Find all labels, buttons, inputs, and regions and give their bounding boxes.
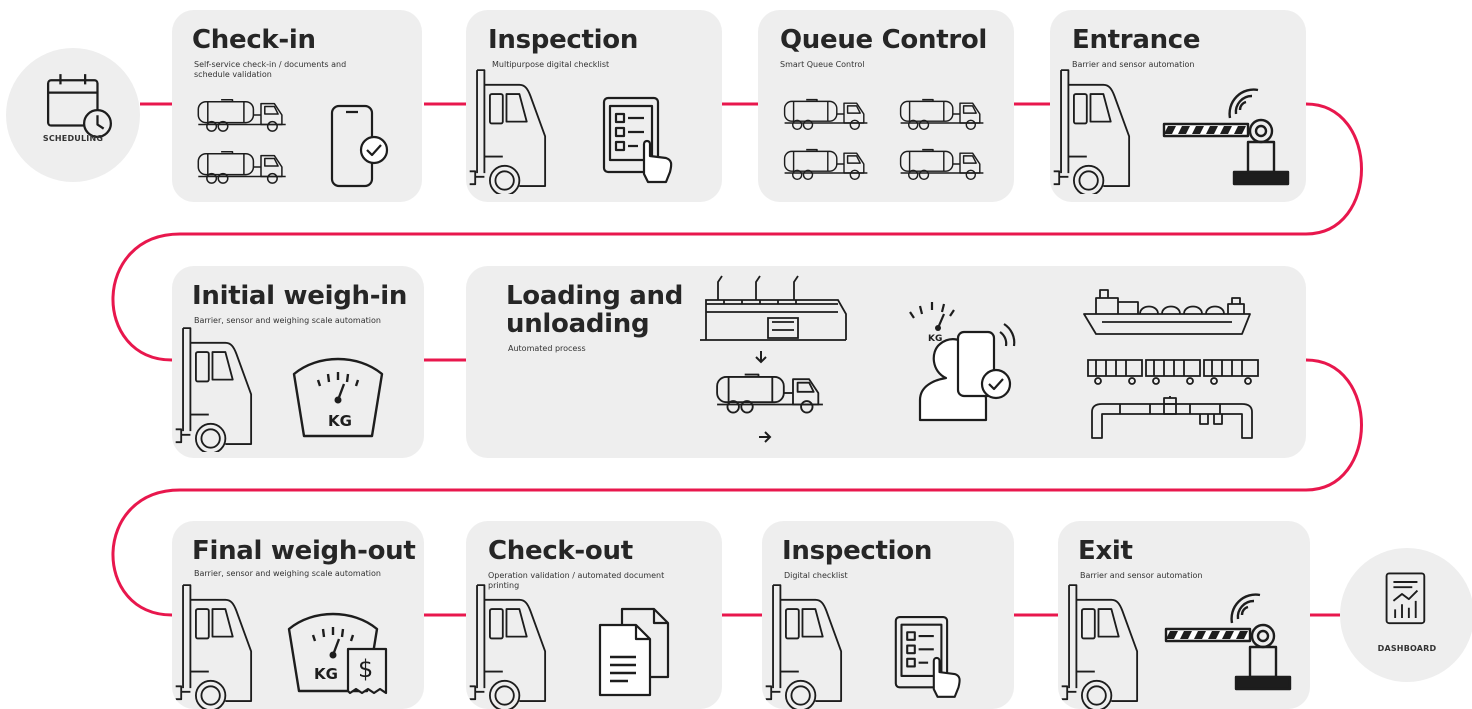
step-check-in[interactable]: Check-in Self-service check-in / documen… bbox=[172, 10, 422, 202]
scheduling-node[interactable]: SCHEDULING bbox=[6, 48, 140, 182]
step-inspection-final[interactable]: Inspection Digital checklist bbox=[762, 521, 1014, 709]
truck-front-icon bbox=[466, 579, 558, 709]
truck-front-icon bbox=[1058, 579, 1150, 709]
step-title: Final weigh-out bbox=[192, 536, 416, 566]
report-chart-icon bbox=[1378, 570, 1438, 630]
step-title: Initial weigh-in bbox=[192, 281, 408, 311]
arrow-down-icon bbox=[754, 350, 768, 364]
step-entrance[interactable]: Entrance Barrier and sensor automation bbox=[1050, 10, 1306, 202]
pipeline-valve-icon bbox=[1090, 396, 1254, 440]
step-subtitle: Barrier and sensor automation bbox=[1080, 571, 1203, 580]
scale-label: KG bbox=[314, 665, 338, 683]
step-initial-weigh-in[interactable]: Initial weigh-in Barrier, sensor and wei… bbox=[172, 266, 424, 458]
barrier-sensor-icon bbox=[1162, 88, 1302, 188]
step-subtitle: Digital checklist bbox=[784, 571, 848, 580]
truck-front-icon bbox=[1050, 64, 1142, 194]
tanker-truck-icon bbox=[896, 146, 988, 182]
truck-front-icon bbox=[172, 322, 264, 452]
gauge-label: KG bbox=[928, 334, 943, 344]
barrier-sensor-icon bbox=[1164, 593, 1304, 693]
dashboard-label: DASHBOARD bbox=[1377, 644, 1437, 653]
receipt-dollar-icon bbox=[344, 645, 390, 695]
tablet-checklist-icon bbox=[600, 94, 680, 184]
step-loading-unloading[interactable]: Loading and unloading Automated process … bbox=[466, 266, 1306, 458]
operator-gauge-icon bbox=[904, 296, 1034, 426]
step-subtitle: Automated process bbox=[508, 344, 586, 353]
step-subtitle: Barrier and sensor automation bbox=[1072, 60, 1195, 69]
step-subtitle: Barrier, sensor and weighing scale autom… bbox=[194, 316, 381, 325]
scale-label: KG bbox=[328, 412, 352, 430]
step-queue-control[interactable]: Queue Control Smart Queue Control bbox=[758, 10, 1014, 202]
step-title: Inspection bbox=[782, 536, 933, 566]
step-title: Queue Control bbox=[780, 25, 988, 55]
truck-front-icon bbox=[762, 579, 854, 709]
step-title: Exit bbox=[1078, 536, 1133, 566]
documents-icon bbox=[596, 607, 676, 697]
step-inspection[interactable]: Inspection Multipurpose digital checklis… bbox=[466, 10, 722, 202]
step-title: Entrance bbox=[1072, 25, 1201, 55]
step-title: Check-out bbox=[488, 536, 633, 566]
tanker-truck-icon bbox=[194, 148, 290, 186]
phone-check-icon bbox=[328, 102, 398, 192]
truck-front-icon bbox=[466, 64, 558, 194]
scheduling-label: SCHEDULING bbox=[42, 134, 104, 143]
tanker-truck-icon bbox=[704, 370, 836, 416]
step-title: Inspection bbox=[488, 25, 639, 55]
tanker-truck-icon bbox=[194, 96, 290, 134]
step-exit[interactable]: Exit Barrier and sensor automation bbox=[1058, 521, 1310, 709]
step-check-out[interactable]: Check-out Operation validation / automat… bbox=[466, 521, 722, 709]
loading-station-icon bbox=[698, 274, 848, 344]
step-final-weigh-out[interactable]: Final weigh-out Barrier, sensor and weig… bbox=[172, 521, 424, 709]
step-title: Loading and unloading bbox=[506, 281, 684, 339]
step-subtitle: Self-service check-in / documents and sc… bbox=[194, 60, 347, 79]
step-subtitle: Smart Queue Control bbox=[780, 60, 865, 69]
dollar-symbol: $ bbox=[358, 655, 374, 683]
tanker-truck-icon bbox=[780, 146, 872, 182]
tanker-ship-icon bbox=[1082, 282, 1252, 336]
rail-tank-cars-icon bbox=[1086, 356, 1260, 386]
tanker-truck-icon bbox=[896, 96, 988, 132]
dashboard-node[interactable]: DASHBOARD bbox=[1340, 548, 1472, 682]
calendar-clock-icon bbox=[44, 70, 116, 142]
step-title: Check-in bbox=[192, 25, 316, 55]
step-subtitle: Multipurpose digital checklist bbox=[492, 60, 610, 69]
arrow-right-icon bbox=[758, 430, 772, 444]
step-subtitle: Barrier, sensor and weighing scale autom… bbox=[194, 569, 381, 578]
truck-front-icon bbox=[172, 579, 264, 709]
tanker-truck-icon bbox=[780, 96, 872, 132]
step-subtitle: Operation validation / automated documen… bbox=[488, 571, 665, 590]
tablet-checklist-icon bbox=[892, 613, 968, 699]
